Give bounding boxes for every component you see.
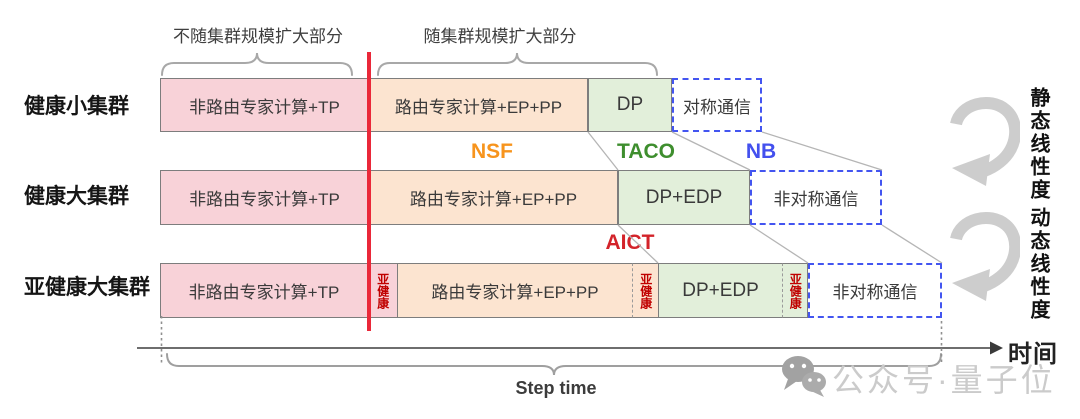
time-axis (137, 341, 1003, 355)
nsf-label: NSF (471, 140, 513, 163)
wechat-icon (782, 356, 826, 397)
segment-dp: DP (588, 78, 672, 132)
fixed-part-label: 不随集群规模扩大部分 (173, 27, 343, 46)
segment-route-ep-pp: 路由专家计算+EP+PP (369, 78, 588, 132)
curved-arrow-icon (950, 96, 1020, 186)
step-time-label: Step time (515, 378, 597, 398)
segment-route-ep-pp: 路由专家计算+EP+PP (397, 263, 632, 318)
dotted-guides (160, 316, 943, 363)
dynamic-linearity-label: 动态线性度 (1027, 207, 1049, 322)
row-label-subhealthy-large: 亚健康大集群 (24, 276, 150, 299)
asymmetric-comm-box: 非对称通信 (750, 170, 882, 225)
axis-arrowhead-icon (990, 341, 1003, 355)
watermark-text: 公众号·量子位 (832, 362, 1056, 398)
subhealth-strip: 亚健康 (632, 263, 658, 318)
subhealth-strip: 亚健康 (367, 263, 397, 318)
brace-scaling-part (377, 52, 658, 76)
segment-dp-edp: DP+EDP (658, 263, 782, 318)
segment-nonroute-tp: 非路由专家计算+TP (160, 263, 367, 318)
nb-label: NB (745, 140, 777, 163)
asymmetric-comm-box: 非对称通信 (808, 263, 942, 318)
row-label-healthy-small: 健康小集群 (24, 95, 129, 118)
curved-arrow-icon (950, 211, 1020, 301)
segment-nonroute-tp: 非路由专家计算+TP (160, 78, 369, 132)
brace-fixed-part (161, 52, 353, 76)
symmetric-comm-box: 对称通信 (672, 78, 762, 132)
step-time-brace (166, 353, 942, 376)
row-label-healthy-large: 健康大集群 (24, 185, 129, 208)
static-linearity-label: 静态线性度 (1027, 87, 1049, 202)
taco-label: TACO (617, 140, 675, 163)
scaling-part-label: 随集群规模扩大部分 (423, 27, 577, 46)
subhealth-strip: 亚健康 (782, 263, 808, 318)
red-threshold-line (367, 52, 371, 331)
time-axis-label: 时间 (1008, 341, 1058, 368)
segment-route-ep-pp: 路由专家计算+EP+PP (369, 170, 618, 225)
segment-dp-edp: DP+EDP (618, 170, 750, 225)
segment-nonroute-tp: 非路由专家计算+TP (160, 170, 369, 225)
aict-label: AICT (605, 231, 655, 254)
